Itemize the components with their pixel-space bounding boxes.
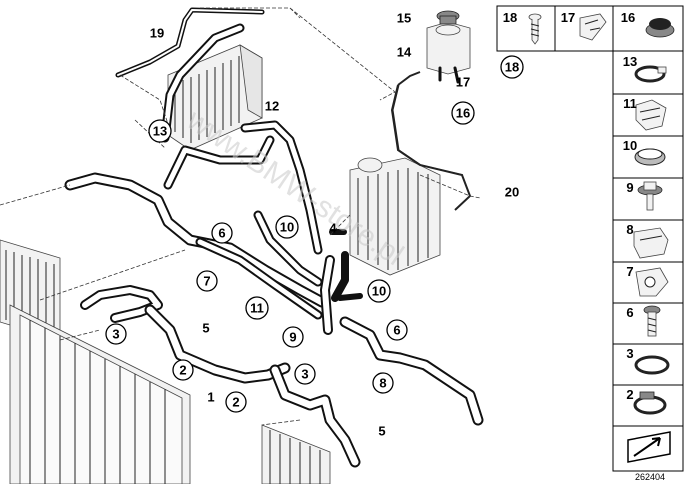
callout-3: 3 xyxy=(294,363,316,385)
svg-text:11: 11 xyxy=(250,301,264,316)
table-label-7: 7 xyxy=(626,264,633,279)
callout-5: 5 xyxy=(378,424,385,439)
svg-text:2: 2 xyxy=(232,395,239,410)
table-label-10: 10 xyxy=(623,138,637,153)
callout-10: 10 xyxy=(275,215,299,239)
diagram-number: 262404 xyxy=(635,472,665,482)
orientation-arrow-icon xyxy=(627,431,671,463)
spring-clamp-icon xyxy=(634,148,666,166)
callout-1: 1 xyxy=(207,390,214,405)
svg-text:2: 2 xyxy=(179,363,186,378)
svg-text:16: 16 xyxy=(456,106,470,121)
callout-5: 5 xyxy=(202,321,209,336)
charge-air-cooler-top xyxy=(167,44,263,151)
table-label-11: 11 xyxy=(623,96,637,111)
hex-bolt-icon xyxy=(643,305,661,337)
parts-table: 262404 18 17 16 13 11 10 9 8 7 6 3 2 xyxy=(496,5,684,482)
bolt-washer-icon xyxy=(637,181,663,211)
svg-text:10: 10 xyxy=(372,284,386,299)
svg-text:20: 20 xyxy=(505,185,519,200)
callout-20: 20 xyxy=(505,185,519,200)
svg-text:14: 14 xyxy=(397,45,412,60)
hose-holder-icon xyxy=(635,267,669,297)
table-label-9: 9 xyxy=(626,180,633,195)
band-clamp-icon xyxy=(634,355,670,375)
callout-8: 8 xyxy=(372,372,394,394)
callout-9: 9 xyxy=(282,326,304,348)
callout-14: 14 xyxy=(397,45,412,60)
svg-text:10: 10 xyxy=(280,220,294,235)
hose-clamp-icon xyxy=(634,65,667,83)
callout-6: 6 xyxy=(386,319,408,341)
callout-18: 18 xyxy=(500,55,524,79)
table-label-16: 16 xyxy=(621,10,635,25)
table-label-6: 6 xyxy=(626,305,633,320)
svg-text:6: 6 xyxy=(218,226,225,241)
dashed-leaders xyxy=(0,7,481,426)
radiator-lower-right xyxy=(261,424,331,484)
callout-15: 15 xyxy=(397,11,411,26)
callout-3: 3 xyxy=(105,323,127,345)
clip-nut-icon xyxy=(579,13,607,41)
callout-13: 13 xyxy=(148,119,172,143)
screw-clamp-icon xyxy=(633,391,667,415)
svg-text:8: 8 xyxy=(379,376,386,391)
svg-text:7: 7 xyxy=(203,274,210,289)
svg-text:3: 3 xyxy=(112,327,119,342)
table-label-13: 13 xyxy=(623,54,637,69)
callout-12: 12 xyxy=(265,99,279,114)
table-label-8: 8 xyxy=(626,222,633,237)
svg-text:18: 18 xyxy=(505,60,519,75)
grommet-icon xyxy=(645,18,675,38)
callout-6: 6 xyxy=(211,222,233,244)
svg-text:19: 19 xyxy=(150,26,164,41)
svg-text:3: 3 xyxy=(301,367,308,382)
callout-2: 2 xyxy=(172,359,194,381)
charge-air-cooler-right xyxy=(349,157,441,276)
callout-19: 19 xyxy=(150,26,164,41)
holder-clip-icon xyxy=(633,227,669,259)
table-label-3: 3 xyxy=(626,346,633,361)
table-label-18: 18 xyxy=(503,10,517,25)
callout-7: 7 xyxy=(196,270,218,292)
hoses xyxy=(64,7,484,468)
callout-11: 11 xyxy=(245,296,269,320)
table-label-2: 2 xyxy=(626,387,633,402)
svg-text:17: 17 xyxy=(456,75,470,90)
svg-text:9: 9 xyxy=(289,330,296,345)
callout-10: 10 xyxy=(367,279,391,303)
screw-icon xyxy=(528,13,542,45)
svg-text:6: 6 xyxy=(393,323,400,338)
expansion-tank xyxy=(426,10,471,84)
double-clip-icon xyxy=(635,99,667,131)
svg-text:5: 5 xyxy=(378,424,385,439)
svg-text:13: 13 xyxy=(153,124,167,139)
svg-text:15: 15 xyxy=(397,11,411,26)
callout-2: 2 xyxy=(225,391,247,413)
svg-text:4: 4 xyxy=(329,221,337,236)
callout-17: 17 xyxy=(456,75,470,90)
svg-text:12: 12 xyxy=(265,99,279,114)
radiator-main xyxy=(9,304,191,484)
callout-4: 4 xyxy=(329,221,337,236)
svg-text:1: 1 xyxy=(207,390,214,405)
svg-text:5: 5 xyxy=(202,321,209,336)
table-label-17: 17 xyxy=(561,10,575,25)
callout-16: 16 xyxy=(451,101,475,125)
